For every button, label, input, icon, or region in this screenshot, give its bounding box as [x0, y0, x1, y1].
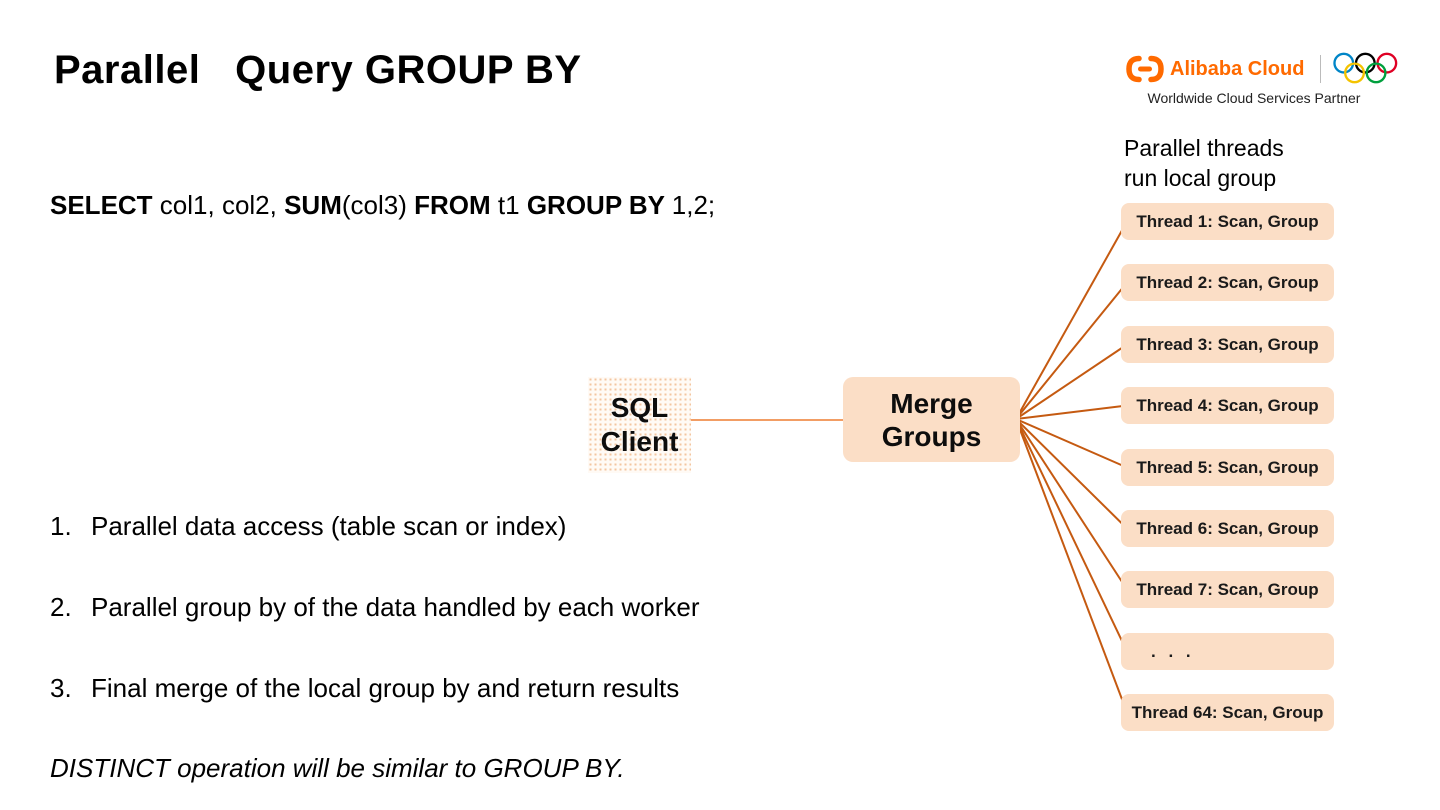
page-title: Parallel Query GROUP BY: [54, 48, 582, 92]
sql-statement: SELECT col1, col2, SUM(col3) FROM t1 GRO…: [50, 190, 715, 221]
sql-client-label-line2: Client: [600, 426, 679, 457]
step-number: 3.: [50, 673, 72, 703]
thread-box: Thread 5: Scan, Group: [1121, 449, 1334, 486]
merge-thread-line: [1015, 343, 1128, 420]
merge-thread-line: [1015, 418, 1128, 469]
step-number: 2.: [50, 592, 72, 622]
sql-client-box: SQL Client: [588, 377, 691, 473]
sql-segment: SELECT: [50, 190, 160, 220]
footnote: DISTINCT operation will be similar to GR…: [50, 753, 625, 783]
merge-thread-line: [1015, 221, 1128, 420]
thread-box-label: Thread 3: Scan, Group: [1136, 334, 1319, 354]
thread-box-label: Thread 4: Scan, Group: [1136, 395, 1319, 415]
sql-segment: t1: [497, 190, 527, 220]
thread-box-label: Thread 6: Scan, Group: [1136, 518, 1319, 538]
merge-groups-label-line2: Groups: [881, 420, 982, 452]
alibaba-cloud-icon: [1126, 55, 1164, 83]
step-number: 1.: [50, 511, 72, 541]
merge-thread-line: [1015, 281, 1128, 420]
thread-box: Thread 64: Scan, Group: [1121, 694, 1334, 731]
thread-box: Thread 2: Scan, Group: [1121, 264, 1334, 301]
thread-box-label: Thread 5: Scan, Group: [1136, 457, 1319, 477]
logo-tagline: Worldwide Cloud Services Partner: [1147, 90, 1361, 106]
thread-box: Thread 4: Scan, Group: [1121, 387, 1334, 424]
sql-client-label-line1: SQL: [610, 392, 669, 423]
logo-row: Alibaba Cloud: [1124, 50, 1400, 88]
step-text: Parallel group by of the data handled by…: [91, 592, 700, 622]
olympic-rings-icon: [1333, 52, 1398, 84]
thread-box: Thread 7: Scan, Group: [1121, 571, 1334, 608]
merge-thread-line: [1015, 404, 1128, 420]
thread-box-ellipsis: . . .: [1121, 633, 1334, 670]
merge-groups-box: Merge Groups: [843, 377, 1020, 462]
olympic-ring: [1366, 62, 1387, 84]
thread-box-label: Thread 7: Scan, Group: [1136, 579, 1319, 599]
alibaba-cloud-logo: Alibaba Cloud Worldwide Cloud Services P…: [1124, 50, 1400, 108]
sql-segment: col1, col2,: [159, 190, 285, 220]
diagram-caption: Parallel threads run local group: [1124, 135, 1284, 191]
thread-box-label: Thread 64: Scan, Group: [1131, 702, 1324, 722]
olympic-ring: [1344, 62, 1366, 84]
step-text: Parallel data access (table scan or inde…: [91, 511, 567, 541]
thread-box-label: Thread 1: Scan, Group: [1136, 211, 1319, 231]
sql-segment: 1,2;: [671, 190, 716, 220]
thread-box-label: . . .: [1151, 641, 1195, 661]
merge-thread-line: [1015, 418, 1128, 530]
thread-box-label: Thread 2: Scan, Group: [1136, 272, 1319, 292]
thread-box: Thread 1: Scan, Group: [1121, 203, 1334, 240]
merge-groups-label-line1: Merge: [890, 387, 973, 419]
step-text: Final merge of the local group by and re…: [91, 673, 680, 703]
thread-box: Thread 3: Scan, Group: [1121, 326, 1334, 363]
sql-segment: GROUP BY: [526, 190, 672, 220]
sql-segment: (col3): [341, 190, 415, 220]
merge-thread-line: [1015, 418, 1128, 591]
sql-segment: SUM: [284, 190, 342, 220]
brand-name: Alibaba Cloud: [1170, 57, 1305, 80]
merge-thread-line: [1015, 418, 1128, 652]
step-item: 3. Final merge of the local group by and …: [50, 673, 679, 704]
thread-box: Thread 6: Scan, Group: [1121, 510, 1334, 547]
sql-segment: FROM: [414, 190, 498, 220]
step-item: 2. Parallel group by of the data handled …: [50, 592, 700, 623]
logo-divider: [1320, 55, 1322, 83]
step-item: 1. Parallel data access (table scan or in…: [50, 511, 566, 542]
merge-thread-line: [1015, 418, 1128, 713]
